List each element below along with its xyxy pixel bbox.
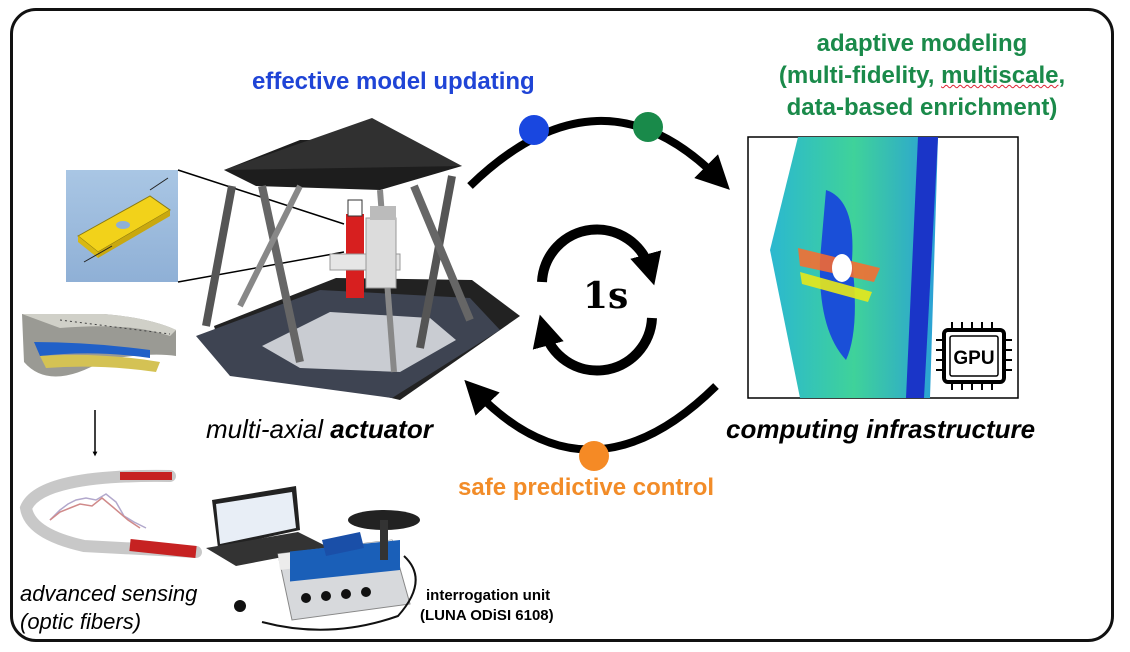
optical-fiber-image — [26, 476, 196, 552]
control-arrow — [476, 386, 716, 450]
advanced-sensing-label: advanced sensing (optic fibers) — [20, 580, 197, 636]
interrogation-unit-label: interrogation unit (LUNA ODiSI 6108) — [420, 586, 554, 626]
effective-model-updating-label: effective model updating — [252, 68, 535, 96]
adaptive-line1: adaptive modeling — [748, 28, 1096, 60]
simulation-panel: GPU — [748, 137, 1018, 398]
sensing-line1: advanced sensing — [20, 580, 197, 608]
actuator-label: multi-axial actuator — [206, 414, 433, 445]
update-dot — [519, 115, 549, 145]
adaptive-line2-c: , — [1058, 62, 1065, 89]
adaptive-modeling-label: adaptive modeling (multi-fidelity, multi… — [748, 28, 1096, 124]
adaptive-line2-b: multiscale — [941, 62, 1058, 89]
hexapod-actuator-image — [196, 118, 520, 400]
specimen-inset — [66, 170, 178, 282]
interrogation-unit-image — [206, 486, 420, 630]
sensing-line2: (optic fibers) — [20, 608, 197, 636]
adaptive-line3: data-based enrichment) — [748, 92, 1096, 124]
interrogation-line2: (LUNA ODiSI 6108) — [420, 606, 554, 626]
update-arrow — [470, 121, 718, 186]
control-dot — [579, 441, 609, 471]
gpu-label: GPU — [953, 348, 994, 369]
gpu-chip-icon: GPU — [936, 322, 1012, 390]
modeling-dot — [633, 112, 663, 142]
cycle-time-label: 1s — [583, 275, 628, 317]
actuator-prefix: multi-axial — [206, 414, 330, 444]
actuator-bold: actuator — [330, 414, 433, 444]
composite-layers-image — [22, 314, 176, 377]
adaptive-line2: (multi-fidelity, multiscale, — [748, 60, 1096, 92]
safe-predictive-control-label: safe predictive control — [458, 474, 714, 502]
computing-infrastructure-label: computing infrastructure — [726, 414, 1035, 445]
interrogation-line1: interrogation unit — [420, 586, 554, 606]
adaptive-line2-a: (multi-fidelity, — [779, 62, 941, 89]
